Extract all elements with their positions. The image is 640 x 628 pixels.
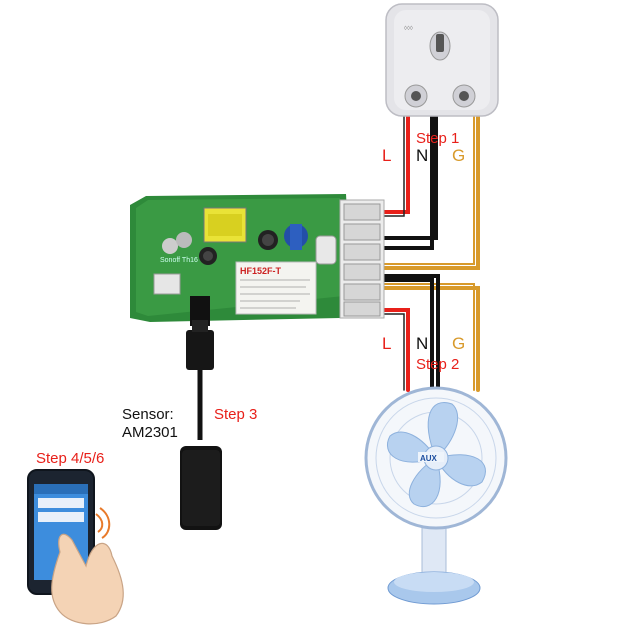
board-silkscreen: Sonoff Th16 [160,257,198,264]
sensor-label-line2: AM2301 [122,424,178,441]
top-ground-label: G [452,146,466,165]
top-live-label: L [382,146,392,165]
step-2-label: Step 2 [416,356,460,373]
power-plug-icon: ◊◊◊ [385,3,499,117]
hand-icon [51,507,124,625]
fan-icon: AUX [364,386,508,605]
step-4-5-6-label: Step 4/5/6 [36,450,105,467]
top-live-wire [378,110,410,217]
fan-brand-label: AUX [420,454,438,463]
bottom-live-label: L [382,334,392,353]
sensor-label-line1: Sensor: [122,406,174,423]
step-3-label: Step 3 [214,406,258,423]
top-ground-wire [378,110,480,270]
bottom-neutral-wire [378,274,440,392]
sonoff-relay-board: HF152F-T Sonoff Th16 [130,194,385,326]
top-neutral-label: N [416,146,429,165]
bottom-ground-wire [378,283,480,392]
relay-model-label: HF152F-T [240,266,282,276]
bottom-neutral-label: N [416,334,429,353]
wires [378,110,480,392]
svg-text:◊◊◊: ◊◊◊ [404,25,413,32]
step-1-label: Step 1 [416,130,460,147]
bottom-ground-label: G [452,334,466,353]
bottom-live-wire [378,308,410,392]
sensor-icon [180,320,222,530]
top-neutral-wire [378,110,438,250]
